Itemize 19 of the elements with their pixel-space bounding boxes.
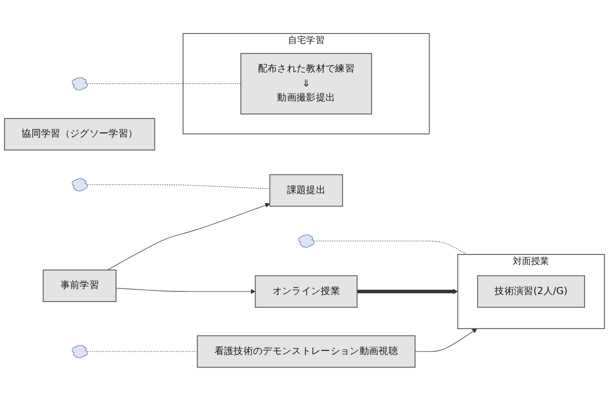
node-box: オンライン授業	[254, 274, 358, 308]
arrow	[116, 287, 256, 294]
node-cloud	[72, 76, 88, 90]
connector	[314, 240, 468, 254]
node-cloud	[72, 344, 88, 358]
node-box: 事前学習	[42, 269, 116, 302]
node-cloud	[72, 178, 88, 192]
arrow	[107, 202, 270, 270]
node-box: 看護技術のデモンストレーション動画視聴	[196, 334, 416, 368]
connector	[86, 184, 270, 189]
node-box: 技術演習(2人/G)	[477, 274, 585, 308]
node-box: 配布された教材で練習 ⇓ 動画撮影提出	[240, 52, 372, 114]
connector	[86, 83, 242, 84]
arrow	[357, 288, 458, 294]
arrow	[414, 328, 478, 352]
connector	[86, 350, 198, 352]
node-box: 協同学習（ジグソー学習）	[4, 118, 156, 150]
node-cloud	[298, 234, 314, 248]
node-box: 課題提出	[269, 174, 344, 206]
